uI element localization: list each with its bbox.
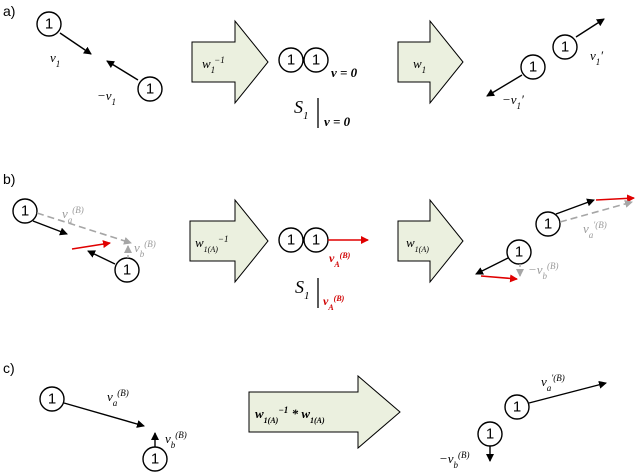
- velocity-arrow-b-right-red-bottom: [480, 274, 518, 283]
- svg-text:1: 1: [312, 232, 320, 249]
- velocity-arrow-b-right-gray: [559, 200, 633, 223]
- label-s1-a: S1: [294, 97, 309, 122]
- particle-c-right-top: 1: [504, 394, 530, 420]
- operator-arrow-c: [248, 374, 401, 450]
- velocity-arrow-neg-v1-prime: [486, 74, 523, 97]
- label-s1-cond-b: vA(B): [323, 294, 345, 312]
- velocity-arrow-v1-prime: [575, 18, 605, 38]
- operator-label-a: w1: [413, 56, 426, 75]
- velocity-arrow-b-right-black-up: [555, 198, 595, 215]
- particle-a-mid-1: 1: [278, 47, 304, 73]
- svg-text:1: 1: [48, 391, 56, 408]
- particle-a-right-bottom: 1: [520, 54, 546, 80]
- label-b-neg-vb: −vb(B): [528, 261, 559, 281]
- panel-label-c: c): [3, 360, 15, 376]
- particle-b-mid-2: 1: [303, 227, 329, 253]
- svg-text:1: 1: [312, 52, 320, 69]
- label-s1-b: S1: [295, 277, 310, 302]
- particle-a-mid-2: 1: [303, 47, 329, 73]
- operator-arrow-b-inverse: [189, 198, 269, 284]
- panel-label-a: a): [3, 3, 15, 19]
- operator-arrow-a: [397, 19, 464, 105]
- particle-b-right-bottom: 1: [506, 239, 532, 265]
- velocity-arrow-c-vap: [528, 380, 607, 404]
- particle-b-top: 1: [12, 198, 38, 224]
- particle-c-left-top: 1: [39, 386, 65, 412]
- label-s1-cond-a: v = 0: [324, 114, 351, 129]
- velocity-arrow-neg-v1: [106, 60, 139, 81]
- velocity-arrow-b-right-red-top: [595, 194, 635, 203]
- label-c-vb: vb(B): [165, 430, 187, 450]
- label-c-va: va(B): [107, 388, 129, 408]
- particle-a-right-top: 1: [552, 34, 578, 60]
- label-b-vA: vA(B): [329, 251, 351, 269]
- label-v-zero: v = 0: [331, 65, 358, 80]
- panel-label-b: b): [3, 171, 15, 187]
- label-v1: v1: [50, 50, 60, 69]
- svg-text:1: 1: [287, 52, 295, 69]
- label-neg-v1-prime: −v1′: [502, 92, 524, 111]
- label-c-vap: va′(B): [541, 373, 565, 393]
- svg-text:1: 1: [151, 451, 159, 468]
- operator-label-c: w1(A)−1 * w1(A): [255, 405, 325, 425]
- operator-label-b-inverse: w1(A)−1: [195, 234, 228, 254]
- particle-b-right-top: 1: [535, 211, 561, 237]
- particle-c-right-bottom: 1: [477, 421, 503, 447]
- particle-b-mid-1: 1: [278, 227, 304, 253]
- svg-text:1: 1: [146, 81, 154, 98]
- particle-b-bottom: 1: [114, 257, 140, 283]
- operator-label-b: w1(A): [406, 235, 429, 254]
- label-neg-v1: −v1: [97, 88, 116, 107]
- svg-text:1: 1: [486, 426, 494, 443]
- label-b-vb: vb(B): [134, 239, 156, 259]
- particle-c-left-bottom: 1: [142, 446, 168, 472]
- svg-text:1: 1: [123, 262, 131, 279]
- velocity-arrow-b-red-left: [71, 240, 111, 250]
- velocity-arrow-c-va: [63, 402, 145, 428]
- operator-arrow-a-inverse: [191, 19, 269, 105]
- svg-text:1: 1: [515, 244, 523, 261]
- svg-text:1: 1: [513, 399, 521, 416]
- velocity-arrow-b-va-gray: [36, 212, 132, 245]
- svg-text:1: 1: [21, 203, 29, 220]
- svg-text:1: 1: [561, 39, 569, 56]
- svg-text:1: 1: [544, 216, 552, 233]
- operator-arrow-b: [397, 198, 464, 284]
- particle-a-top: 1: [36, 11, 62, 37]
- operator-label-a-inverse: w1−1: [202, 55, 225, 75]
- svg-text:1: 1: [45, 16, 53, 33]
- svg-text:1: 1: [287, 232, 295, 249]
- label-b-vap: va′(B): [583, 220, 607, 240]
- velocity-arrow-b-right-black-down: [475, 257, 509, 275]
- svg-text:1: 1: [529, 59, 537, 76]
- label-c-neg-vb: −vb(B): [439, 450, 470, 470]
- velocity-arrow-b-vb-black: [87, 250, 116, 265]
- velocity-arrow-b-va-black: [32, 220, 68, 236]
- velocity-arrow-v1: [59, 32, 92, 55]
- label-b-va: va(B): [62, 205, 84, 225]
- particle-a-bottom: 1: [137, 76, 163, 102]
- label-v1-prime: v1′: [590, 48, 603, 67]
